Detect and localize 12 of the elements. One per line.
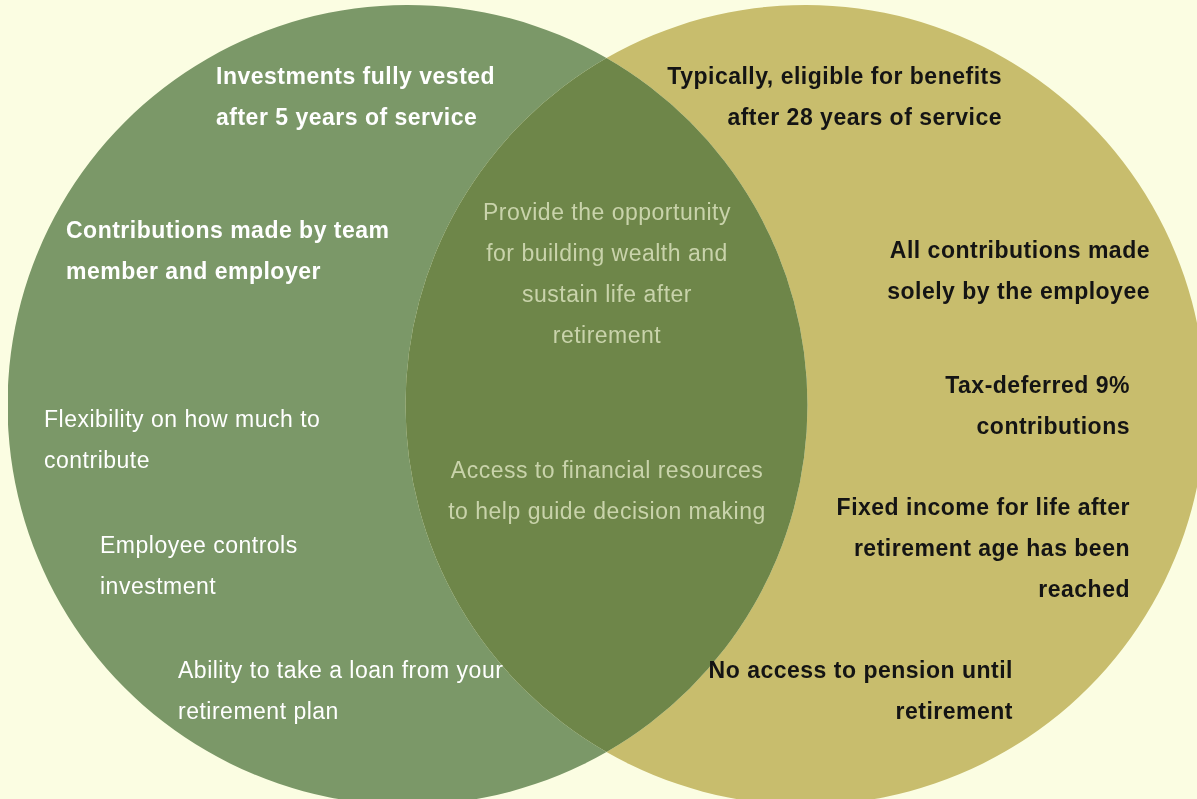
venn-text: All contributions made solely by the employee [886, 236, 1150, 306]
venn-text: Investments fully vested after 5 years of service [216, 62, 497, 132]
venn-text: Tax-deferred 9% contributions [944, 371, 1130, 441]
venn-text: No access to pension until retirement [707, 656, 1013, 726]
venn-text: Typically, eligible for benefits after 28 years of service [666, 62, 1002, 132]
venn-text: Access to financial resources to help guide decision making [447, 456, 767, 526]
venn-text: Employee controls investment [100, 531, 299, 601]
venn-text: Flexibility on how much to contribute [44, 405, 322, 475]
venn-text: Fixed income for life after retirement age has been reached [835, 493, 1130, 604]
venn-text: Contributions made by team member and employer [66, 216, 391, 286]
venn-text: Provide the opportunity for building wealth and sustain life after retirement [481, 198, 732, 350]
venn-text: Ability to take a loan from your retirement plan [178, 656, 505, 726]
